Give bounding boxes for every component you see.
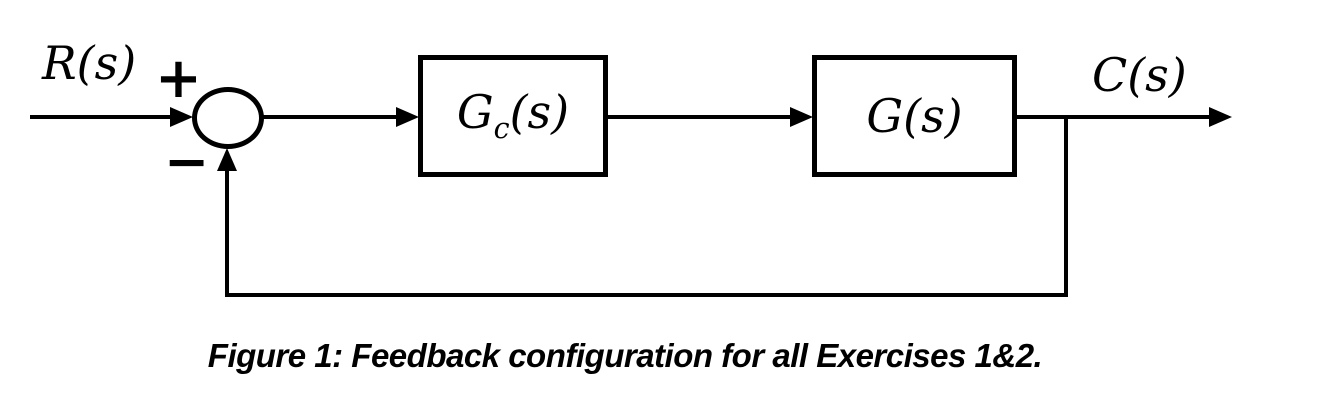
minus-sign: − <box>164 129 210 193</box>
summing-junction <box>192 87 264 149</box>
figure-caption: Figure 1: Feedback configuration for all… <box>207 337 1043 374</box>
feedback-return-line <box>225 168 229 295</box>
control-signal-line <box>608 115 792 119</box>
feedback-arrowhead-icon <box>217 148 237 171</box>
plant-block: G(s) <box>812 55 1017 177</box>
output-arrowhead-icon <box>1209 107 1232 127</box>
error-signal-line <box>262 115 398 119</box>
controller-label: Gc(s) <box>456 84 570 145</box>
plus-sign: + <box>155 45 202 111</box>
feedback-bottom-line <box>225 293 1068 297</box>
controller-input-arrowhead-icon <box>396 107 419 127</box>
controller-block: Gc(s) <box>418 55 608 177</box>
input-arrowhead-icon <box>170 107 193 127</box>
input-signal-line <box>30 115 172 119</box>
output-signal-line <box>1017 115 1211 119</box>
plant-input-arrowhead-icon <box>790 107 813 127</box>
output-label: C(s) <box>1092 48 1187 102</box>
feedback-tap-line <box>1064 117 1068 297</box>
plant-label: G(s) <box>866 89 963 143</box>
input-label: R(s) <box>42 36 137 90</box>
